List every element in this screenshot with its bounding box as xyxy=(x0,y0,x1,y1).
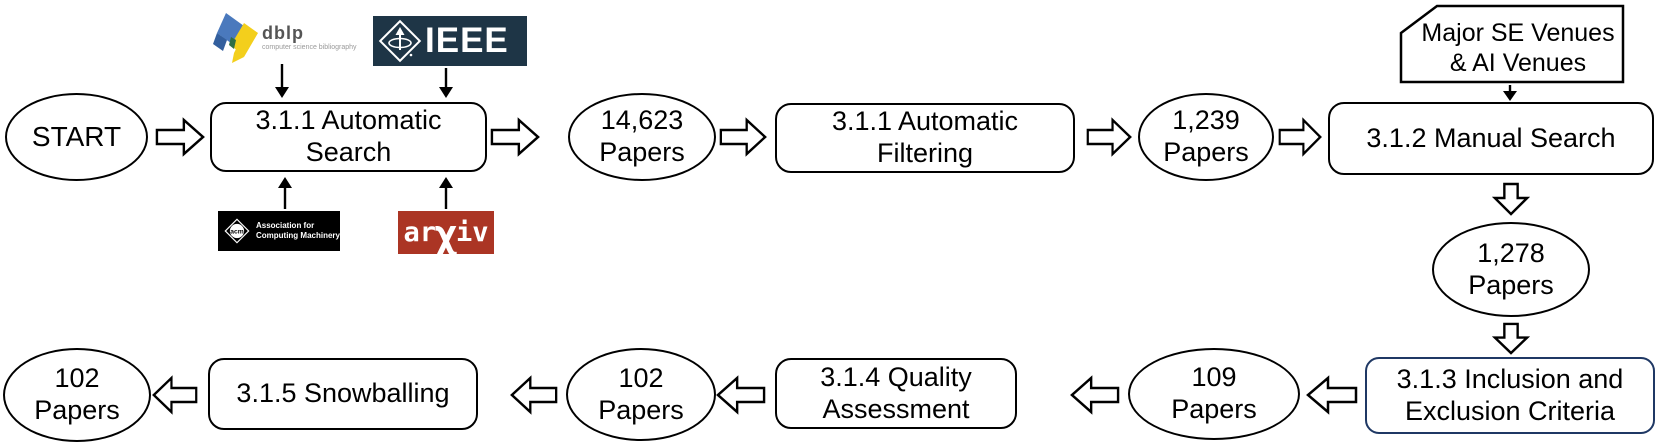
ieee-logo-name: IEEE xyxy=(425,21,509,60)
node-start-label: START xyxy=(31,121,122,153)
thin-arrow-up-icon xyxy=(275,177,295,209)
papers-109-unit: Papers xyxy=(1171,394,1257,424)
node-start: START xyxy=(5,93,148,181)
thin-arrow-down-icon xyxy=(272,64,292,98)
acm-logo-line2: Computing Machinery xyxy=(255,231,340,240)
venues-note-card: Major SE Venues & AI Venues xyxy=(1399,4,1625,84)
dblp-logo-name: dblp xyxy=(262,22,304,43)
flow-arrow-right-icon xyxy=(155,117,205,157)
node-automatic-search-line2: Search xyxy=(305,137,392,167)
thin-arrow-up-icon xyxy=(436,177,456,209)
node-inclusion-exclusion: 3.1.3 Inclusion and Exclusion Criteria xyxy=(1365,357,1655,434)
node-automatic-search-line1: 3.1.1 Automatic xyxy=(255,105,442,136)
flow-arrow-down-icon xyxy=(1492,322,1530,355)
flow-arrow-left-icon xyxy=(1306,375,1358,415)
node-papers-109: 109 Papers xyxy=(1128,348,1300,440)
node-papers-1278: 1,278 Papers xyxy=(1432,222,1590,317)
arxiv-logo-prefix: ar xyxy=(403,217,436,248)
node-quality-assessment-line2: Assessment xyxy=(822,393,970,424)
node-quality-assessment: 3.1.4 Quality Assessment xyxy=(775,358,1017,429)
venues-note-line1: Major SE Venues xyxy=(1421,19,1615,47)
node-automatic-search: 3.1.1 Automatic Search xyxy=(210,102,487,172)
papers-102-final-count: 102 xyxy=(54,363,100,394)
acm-logo-line1: Association for xyxy=(255,221,315,230)
node-papers-14623: 14,623 Papers xyxy=(568,93,716,181)
node-inclusion-exclusion-line2: Exclusion Criteria xyxy=(1404,395,1616,426)
flow-arrow-down-icon xyxy=(1492,182,1530,216)
arxiv-logo-suffix: iv xyxy=(456,217,489,248)
cut-corner-card-shape xyxy=(1399,4,1625,84)
svg-text:acm: acm xyxy=(230,229,243,236)
ieee-logo: IEEE xyxy=(373,16,527,66)
arxiv-chi-icon: χ xyxy=(433,211,459,258)
node-automatic-filtering-line1: 3.1.1 Automatic xyxy=(831,106,1019,137)
flow-arrow-right-icon xyxy=(1278,117,1322,157)
venues-note-line2: & AI Venues xyxy=(1449,49,1587,77)
thin-arrow-down-icon xyxy=(436,68,456,98)
node-papers-102-after-qa: 102 Papers xyxy=(566,348,716,441)
ieee-diamond-icon xyxy=(378,19,422,63)
papers-1278-unit: Papers xyxy=(1468,269,1554,300)
papers-14623-count: 14,623 xyxy=(600,105,684,136)
node-snowballing: 3.1.5 Snowballing xyxy=(208,358,478,430)
flow-arrow-left-icon xyxy=(1070,375,1120,415)
papers-1239-count: 1,239 xyxy=(1172,105,1240,136)
flow-arrow-left-icon xyxy=(510,375,558,415)
node-automatic-filtering: 3.1.1 Automatic Filtering xyxy=(775,103,1075,173)
node-automatic-filtering-line2: Filtering xyxy=(876,138,974,168)
flow-arrow-right-icon xyxy=(1086,117,1132,157)
dblp-logo-tagline: computer science bibliography xyxy=(262,43,357,51)
papers-109-count: 109 xyxy=(1191,362,1237,393)
papers-14623-unit: Papers xyxy=(599,137,685,167)
flow-arrow-left-icon xyxy=(716,375,766,415)
node-manual-search: 3.1.2 Manual Search xyxy=(1328,102,1654,175)
flow-arrow-right-icon xyxy=(490,117,540,157)
acm-diamond-icon: acm xyxy=(224,218,250,244)
dblp-logo: dblp computer science bibliography xyxy=(212,10,360,64)
node-inclusion-exclusion-line1: 3.1.3 Inclusion and xyxy=(1396,363,1624,394)
flow-arrow-left-icon xyxy=(152,375,198,415)
papers-1278-count: 1,278 xyxy=(1477,237,1545,268)
papers-102-after-qa-count: 102 xyxy=(618,362,664,393)
flow-arrow-right-icon xyxy=(719,117,767,157)
node-papers-1239: 1,239 Papers xyxy=(1138,93,1274,181)
node-snowballing-label: 3.1.5 Snowballing xyxy=(236,378,450,409)
venues-note-text: Major SE Venues & AI Venues xyxy=(1413,12,1623,84)
dblp-origami-icon xyxy=(213,13,258,63)
node-papers-102-final: 102 Papers xyxy=(3,348,151,442)
papers-1239-unit: Papers xyxy=(1163,137,1249,167)
node-quality-assessment-line1: 3.1.4 Quality xyxy=(820,361,972,392)
papers-102-final-unit: Papers xyxy=(34,395,120,425)
acm-logo: acm Association for Computing Machinery xyxy=(218,211,340,251)
arxiv-logo: ar χ iv xyxy=(398,211,494,258)
node-manual-search-label: 3.1.2 Manual Search xyxy=(1366,122,1616,153)
papers-102-after-qa-unit: Papers xyxy=(598,394,684,425)
thin-arrow-down-icon xyxy=(1500,85,1520,101)
